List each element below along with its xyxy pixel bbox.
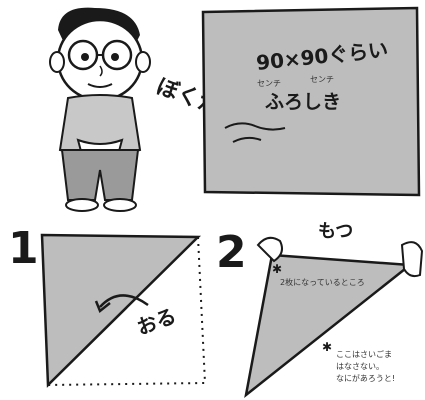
furoshiki-cloth-panel: 90×90ぐらい センチ センチ ふろしき	[195, 0, 425, 205]
step2-illustration: 2 もつ ✱ 2枚になっているところ ✱ ここはさいごま はなさない。 なにがあ…	[216, 221, 424, 399]
step1-number: 1	[8, 223, 39, 274]
cloth-name-label: ふろしき	[265, 91, 341, 113]
warning-line-3: なにがあろうと!	[336, 373, 395, 383]
cloth-size-unit-1: センチ	[257, 79, 281, 88]
step1-illustration: 1 おる	[8, 223, 207, 388]
warning-line-1: ここはさいごま	[336, 349, 392, 359]
warning-star-icon: ✱	[322, 340, 332, 354]
step2-panel: 2 もつ ✱ 2枚になっているところ ✱ ここはさいごま はなさない。 なにがあ…	[210, 215, 425, 400]
step1-action-label: おる	[134, 303, 180, 339]
model-character-panel: ぼくがモデルです	[0, 0, 205, 215]
furoshiki-cloth-illustration: 90×90ぐらい センチ センチ ふろしき	[201, 6, 421, 197]
corner-star-icon: ✱	[272, 262, 282, 276]
cloth-size-unit-2: センチ	[310, 75, 334, 84]
step2-number: 2	[216, 227, 247, 278]
warning-line-2: はなさない。	[336, 362, 384, 371]
step2-corner-note: 2枚になっているところ	[280, 277, 365, 287]
step2-hold-label: もつ	[318, 221, 353, 242]
step1-panel: 1 おる	[0, 215, 215, 400]
model-character-illustration: ぼくがモデルです	[49, 7, 205, 212]
